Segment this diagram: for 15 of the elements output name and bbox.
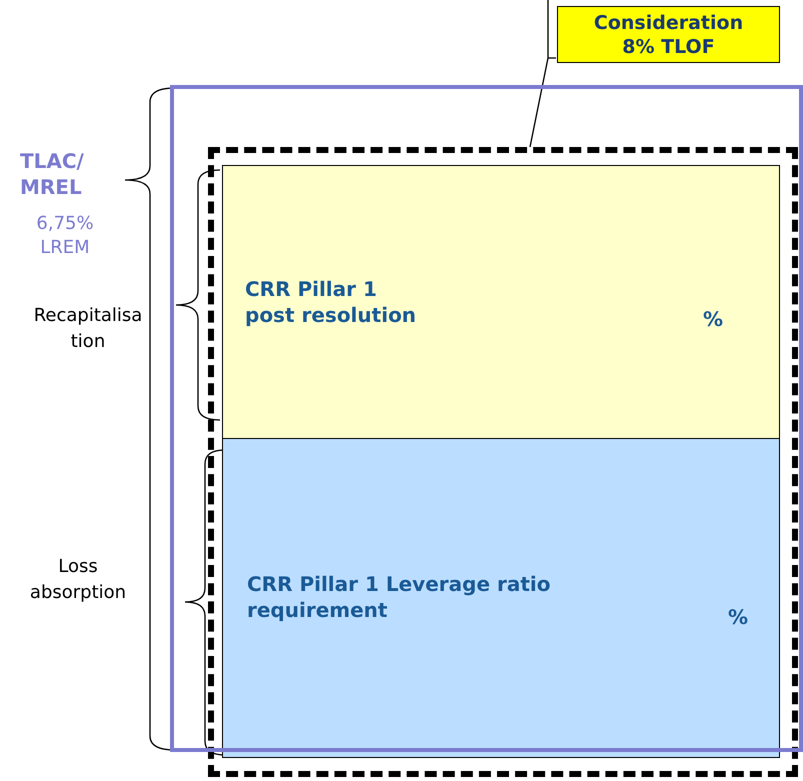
- callout-text: Consideration 8% TLOF: [592, 10, 744, 58]
- band-label: CRR Pillar 1 Leverage ratio requirement: [247, 571, 552, 623]
- percent-sign: %: [728, 604, 748, 630]
- side-label: Recapitalisation: [32, 304, 144, 354]
- capital-band: [222, 438, 780, 758]
- leader-line: [529, 0, 557, 148]
- frame-border: [170, 85, 803, 752]
- callout-box: [557, 6, 780, 63]
- side-label: 6,75% LREM: [35, 212, 95, 260]
- capital-band: [222, 165, 780, 439]
- band-label: CRR Pillar 1 post resolution: [245, 276, 418, 328]
- percent-sign: %: [703, 306, 724, 332]
- side-label: Loss absorption: [28, 555, 128, 605]
- side-label: TLAC/ MREL: [20, 148, 85, 200]
- dashed-frame: [208, 147, 798, 777]
